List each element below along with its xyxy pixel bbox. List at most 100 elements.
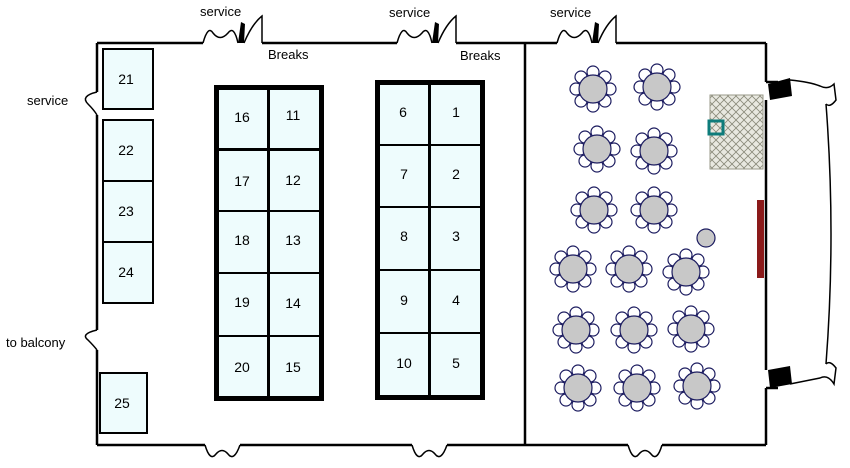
door-top-mid — [396, 14, 457, 44]
outer-walls — [95, 41, 778, 447]
booth-18[interactable]: 18 — [217, 210, 269, 274]
svg-text:6: 6 — [399, 104, 407, 120]
booth-15[interactable]: 15 — [268, 335, 321, 398]
svg-text:3: 3 — [452, 228, 460, 244]
svg-text:25: 25 — [114, 395, 130, 411]
table-top — [639, 195, 669, 225]
table-top — [671, 257, 701, 287]
booth-17[interactable]: 17 — [217, 149, 269, 212]
table-top — [622, 373, 652, 403]
svg-text:17: 17 — [234, 173, 250, 189]
booth-12[interactable]: 12 — [268, 149, 321, 212]
svg-text:11: 11 — [286, 107, 301, 123]
svg-text:7: 7 — [400, 166, 408, 182]
round-table — [549, 245, 597, 293]
table-top — [642, 72, 672, 102]
svg-text:22: 22 — [118, 142, 134, 158]
right-booth-block — [375, 80, 485, 400]
stage-area — [709, 94, 764, 170]
booth-1[interactable]: 1 — [429, 83, 482, 146]
table-top — [619, 315, 649, 345]
svg-text:10: 10 — [396, 355, 412, 371]
booth-14[interactable]: 14 — [268, 272, 321, 337]
booth-25[interactable]: 25 — [99, 372, 148, 434]
door-top-right — [556, 14, 617, 44]
booth-5[interactable]: 5 — [429, 332, 482, 397]
middle-booth-block — [214, 85, 324, 401]
svg-text:8: 8 — [400, 228, 408, 244]
booth-16[interactable]: 16 — [217, 88, 269, 150]
round-table — [662, 248, 710, 296]
label-service-top-right: service — [550, 5, 591, 20]
round-table — [570, 186, 618, 234]
round-table — [633, 63, 681, 111]
booth-13[interactable]: 13 — [268, 210, 321, 274]
table-top — [558, 254, 588, 284]
table-top — [578, 74, 608, 104]
svg-text:15: 15 — [285, 359, 301, 375]
round-tables — [549, 63, 721, 412]
round-table — [552, 306, 600, 354]
label-service-left: service — [27, 93, 68, 108]
svg-text:1: 1 — [452, 104, 460, 120]
svg-text:14: 14 — [285, 295, 301, 311]
booth-4[interactable]: 4 — [429, 269, 482, 334]
booth-22[interactable]: 22 — [102, 119, 154, 182]
door-left-service — [84, 91, 98, 116]
svg-text:21: 21 — [118, 71, 134, 87]
label-service-top-mid: service — [389, 5, 430, 20]
svg-text:24: 24 — [118, 264, 134, 280]
booth-6[interactable]: 6 — [378, 83, 430, 146]
booth-21[interactable]: 21 — [102, 48, 154, 110]
table-top — [582, 134, 612, 164]
door-right-lower — [768, 361, 837, 388]
round-table — [630, 186, 678, 234]
riser — [757, 200, 764, 278]
label-to-balcony: to balcony — [6, 335, 66, 350]
round-table — [673, 362, 721, 410]
svg-text:19: 19 — [234, 294, 250, 310]
table-top — [639, 136, 669, 166]
door-bottom — [204, 444, 663, 458]
svg-text:5: 5 — [452, 355, 460, 371]
svg-text:2: 2 — [452, 166, 460, 182]
booth-8[interactable]: 8 — [378, 206, 430, 271]
round-table — [630, 127, 678, 175]
booth-20[interactable]: 20 — [217, 335, 269, 398]
table-top — [614, 254, 644, 284]
booth-2[interactable]: 2 — [429, 144, 482, 208]
label-breaks-right: Breaks — [460, 48, 501, 63]
booth-11[interactable]: 11 — [268, 88, 321, 150]
round-table — [569, 65, 617, 113]
booth-19[interactable]: 19 — [217, 272, 269, 337]
door-right-upper — [768, 78, 837, 107]
round-table — [667, 305, 715, 353]
booth-23[interactable]: 23 — [102, 180, 154, 243]
round-table — [573, 125, 621, 173]
marker-square — [707, 119, 725, 136]
round-table — [554, 364, 602, 412]
svg-text:4: 4 — [452, 292, 460, 308]
round-table — [610, 306, 658, 354]
booth-10[interactable]: 10 — [378, 332, 430, 397]
svg-text:13: 13 — [285, 232, 301, 248]
svg-text:23: 23 — [118, 203, 134, 219]
round-table — [613, 364, 661, 412]
svg-text:20: 20 — [234, 359, 250, 375]
booth-7[interactable]: 7 — [378, 144, 430, 208]
door-left-balcony — [84, 329, 98, 351]
booth-9[interactable]: 9 — [378, 269, 430, 334]
right-wall-curve — [825, 103, 832, 365]
door-top-left — [202, 14, 263, 44]
svg-text:12: 12 — [285, 172, 301, 188]
svg-text:9: 9 — [400, 292, 408, 308]
round-table — [605, 245, 653, 293]
booth-24[interactable]: 24 — [102, 241, 154, 304]
label-service-top-left: service — [200, 4, 241, 19]
booth-3[interactable]: 3 — [429, 206, 482, 271]
svg-text:16: 16 — [234, 109, 250, 125]
label-breaks-left: Breaks — [268, 47, 309, 62]
table-top — [561, 315, 591, 345]
table-top — [579, 195, 609, 225]
